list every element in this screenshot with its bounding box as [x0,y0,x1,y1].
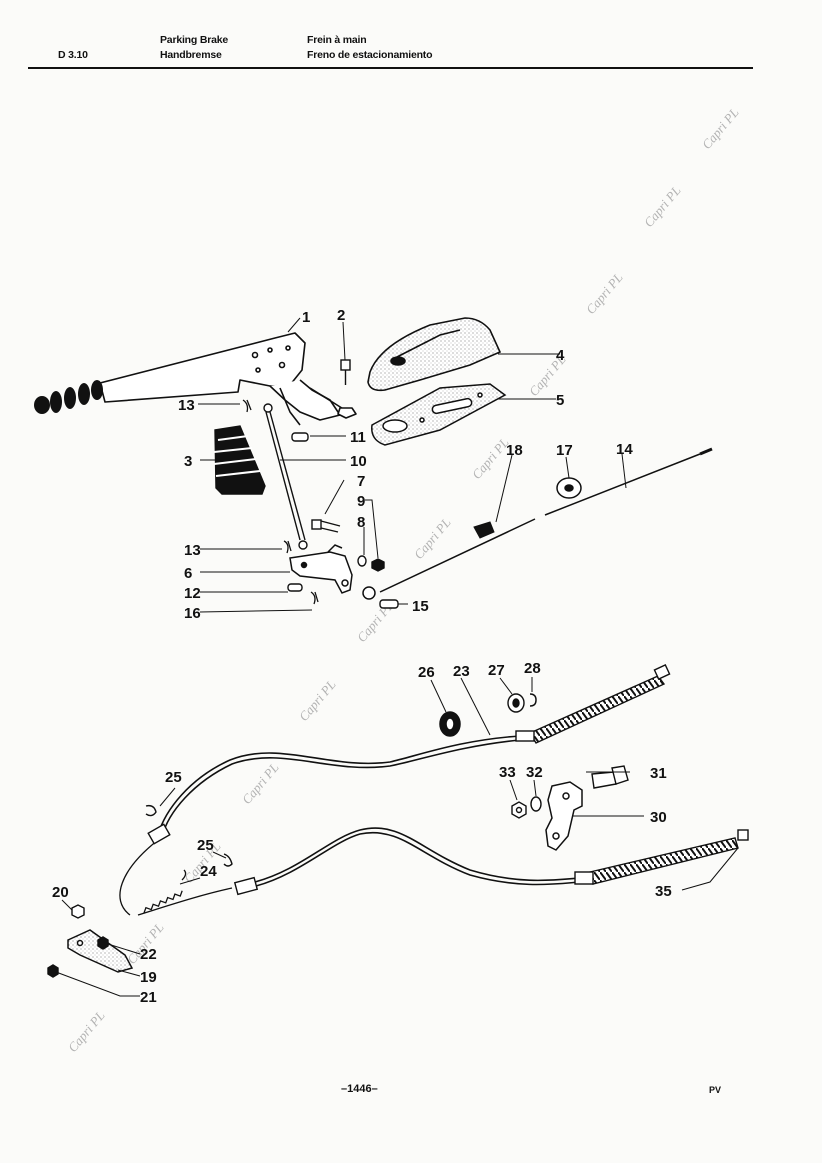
console-cover [367,317,502,392]
handbrake-lever [99,332,357,426]
washer-32 [530,796,542,812]
pin-12 [287,583,303,592]
callout-25: 25 [165,769,182,786]
washer-17 [556,477,582,499]
nut-33 [511,801,527,819]
title-fr: Frein à main [307,34,367,46]
callout-20: 20 [52,884,69,901]
rear-cable-lower [137,827,581,916]
callout-12: 12 [184,585,201,602]
pin-11 [291,432,309,442]
pin-15 [379,599,399,609]
callout-35: 35 [655,883,672,900]
grommet-26 [439,711,461,737]
nut-20 [71,904,85,919]
diagram-code: D 3.10 [58,49,88,61]
washer-27 [507,693,525,713]
callout-18: 18 [506,442,523,459]
clip-13-lower [283,540,292,554]
washer-8 [357,555,367,567]
watermark-text: Capri PL [296,677,339,724]
callout-1: 1 [302,309,310,326]
watermark-text: Capri PL [641,183,684,230]
watermark-text: Capri PL [239,760,282,807]
pull-rod [263,403,308,550]
title-en: Parking Brake [160,34,229,46]
bolt-31 [591,765,629,789]
leader-lines [55,317,739,997]
clip-25-a [145,804,157,817]
watermark-text: Capri PL [583,270,626,317]
callout-27: 27 [488,662,505,679]
callout-17: 17 [556,442,573,459]
callout-25: 25 [197,837,214,854]
clip-13-upper [242,399,252,413]
callout-2: 2 [337,307,345,324]
nut-22 [97,936,109,950]
cable-bracket [545,781,583,851]
callout-11: 11 [350,429,366,446]
callout-33: 33 [499,764,516,781]
callout-23: 23 [453,663,470,680]
callout-15: 15 [412,598,429,615]
page-number: –1446– [341,1083,378,1095]
nut-21 [47,964,59,978]
callout-3: 3 [184,453,192,470]
callout-16: 16 [184,605,201,622]
nut-9 [371,558,385,572]
callout-13: 13 [178,397,195,414]
watermark-text: Capri PL [65,1008,108,1055]
callout-10: 10 [350,453,367,470]
front-cable [362,447,713,600]
watermark-text: Capri PL [699,105,742,152]
callout-30: 30 [650,809,667,826]
callout-32: 32 [526,764,543,781]
clip-16 [310,591,319,605]
clip-28 [529,693,537,707]
footer-mark: PV [709,1085,722,1095]
clip-18 [473,521,495,539]
title-es: Freno de estacionamiento [307,49,433,61]
lever-grip [34,380,103,414]
callout-13: 13 [184,542,201,559]
watermark-text: Capri PL [411,515,454,562]
callout-19: 19 [140,969,157,986]
bolt-7 [311,519,341,533]
rear-cable-lower-sheath [233,829,749,896]
callout-8: 8 [357,514,365,531]
return-spring [143,869,187,914]
callout-6: 6 [184,565,192,582]
callout-9: 9 [357,493,365,510]
callout-5: 5 [556,392,564,409]
equaliser-bracket [289,544,353,594]
callout-14: 14 [616,441,633,458]
callout-28: 28 [524,660,541,677]
callout-31: 31 [650,765,667,782]
callout-24: 24 [200,863,217,880]
watermark-layer: Capri PL Capri PL Capri PL Capri PL Capri PL… [65,105,742,1055]
callout-26: 26 [418,664,435,681]
callout-7: 7 [357,473,365,490]
bolt-2 [340,359,351,385]
cover-plate [371,383,507,446]
equaliser-19 [67,929,134,973]
rubber-boot [213,425,266,495]
callout-21: 21 [140,989,157,1006]
title-de: Handbremse [160,49,222,61]
callout-22: 22 [140,946,157,963]
clip-25-b [223,853,233,867]
rear-cable-upper-sheath [147,664,671,845]
callout-4: 4 [556,347,565,364]
rear-cable-upper [119,735,521,916]
header-rule [28,67,753,69]
